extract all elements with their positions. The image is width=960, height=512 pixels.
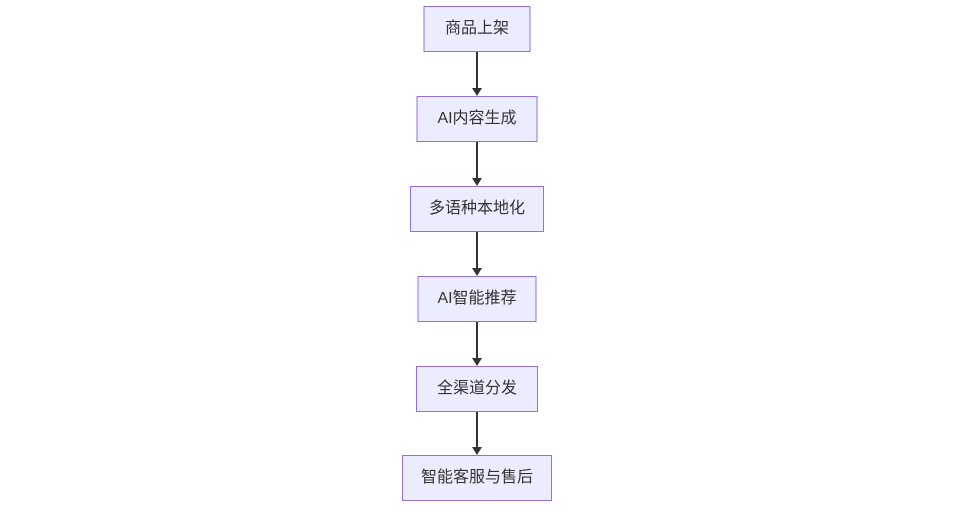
flow-arrow-1 xyxy=(476,52,478,88)
node-multilingual-localization: 多语种本地化 xyxy=(409,186,545,232)
flow-arrow-3 xyxy=(476,232,478,268)
node-smart-customer-service-aftersales: 智能客服与售后 xyxy=(401,455,553,501)
flow-arrow-4 xyxy=(476,322,478,358)
node-product-listing: 商品上架 xyxy=(423,6,531,52)
flow-arrow-5 xyxy=(476,412,478,447)
node-ai-smart-recommendation: AI智能推荐 xyxy=(417,276,537,322)
node-ai-content-generation: AI内容生成 xyxy=(416,96,538,142)
node-omnichannel-distribution: 全渠道分发 xyxy=(416,366,538,412)
flow-arrow-2 xyxy=(476,142,478,178)
